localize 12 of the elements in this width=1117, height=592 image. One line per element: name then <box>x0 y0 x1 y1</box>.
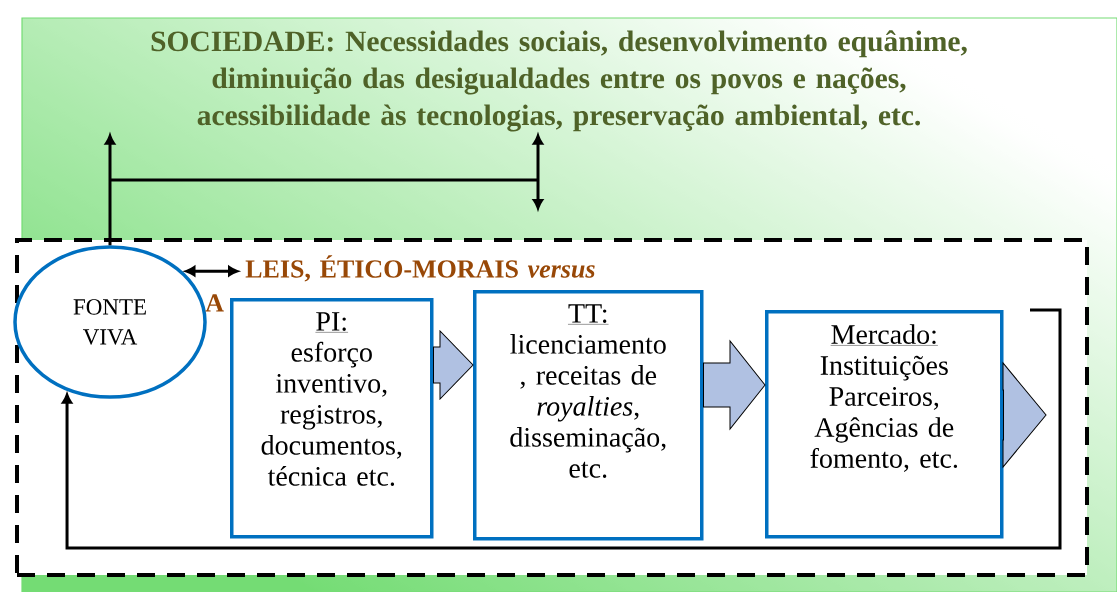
arrow <box>185 266 239 277</box>
connector-line <box>110 178 538 182</box>
process-box: Mercado: Instituições Parceiros, Agências de fomento, etc. <box>765 310 1004 539</box>
process-box: TT: licenciamento , receitas de royalties, disseminação, etc. <box>473 290 704 541</box>
block-arrow <box>703 340 766 430</box>
arrow <box>61 308 1062 550</box>
block-arrow <box>1002 362 1047 468</box>
heading-text: SOCIEDADE: Necessidades sociais, desenvolvimento equânime, diminuição das desigualdades entre os povos e nações, acessibilidade às tecnologias, preservação ambiental, etc. <box>151 30 967 132</box>
arrow <box>104 134 116 246</box>
arrow <box>532 134 544 210</box>
process-box: PI: esforço inventivo, registros, documentos, técnica etc. <box>230 298 434 539</box>
block-arrow <box>433 330 474 400</box>
